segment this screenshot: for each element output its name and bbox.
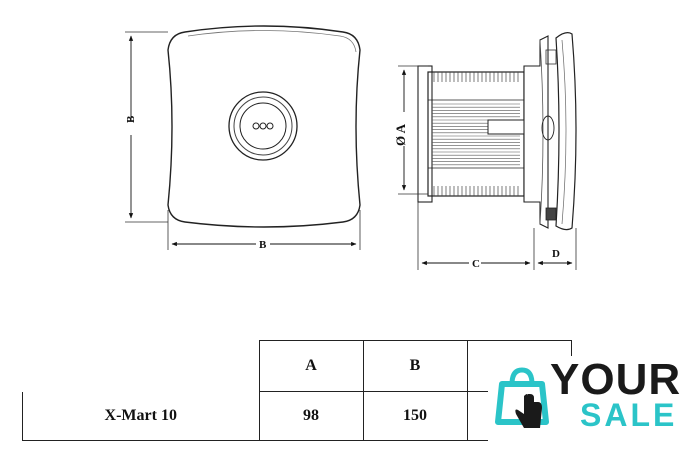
side-view: Ø A C D [392,32,577,270]
motor-shaft [487,119,529,135]
logo-word-your: YOUR [550,355,682,404]
front-panel-outline [167,25,361,228]
depth-label: C [472,258,480,270]
spec-header-empty [23,341,260,392]
mounting-flange [523,35,549,229]
diameter-label: Ø A [393,123,408,146]
spec-header-a: A [258,340,363,392]
width-label: B [259,239,267,251]
center-knob-inner [239,102,287,150]
shopping-bag-hand-icon [495,367,549,428]
logo-word-sale: SALE [580,397,678,433]
yoursale-logo: YOUR SALE [488,356,696,442]
center-knob-ring [233,96,293,156]
three-dots-icon [252,122,274,130]
housing-fins-bottom [433,186,519,196]
spec-value-a: 98 [259,391,364,441]
panel-depth-label: D [552,248,560,260]
spec-model: X-Mart 10 [22,391,260,441]
height-label: B [125,115,137,123]
spec-header-b: B [362,340,467,392]
center-knob-outer [228,91,298,161]
housing-fins-top [433,72,519,82]
spec-value-b: 150 [363,391,468,441]
front-view: B B [125,25,361,251]
front-panel-inner-edge [187,30,357,53]
